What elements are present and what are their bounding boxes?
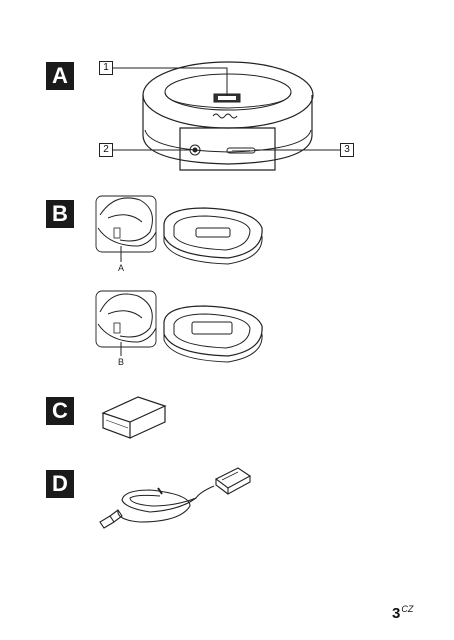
callout-1: 1 [99,61,113,75]
callout-3: 3 [340,143,354,157]
usb-cable-illustration [99,467,252,529]
adapter-label-b: B [118,357,125,367]
callout-2: 2 [99,143,113,157]
section-label-d: D [46,470,74,498]
section-label-c: C [46,397,74,425]
dock-cradle-illustration [112,61,340,171]
page-number-suffix: CZ [401,604,414,614]
adapter-b-illustration [95,290,263,363]
ac-adaptor-illustration [101,396,167,439]
section-label-a: A [46,62,74,90]
section-label-b: B [46,200,74,228]
page-number-digit: 3 [392,605,401,622]
page-number: 3CZ [392,604,413,622]
adapter-label-a: A [118,263,125,273]
adapter-a-illustration [95,195,263,265]
